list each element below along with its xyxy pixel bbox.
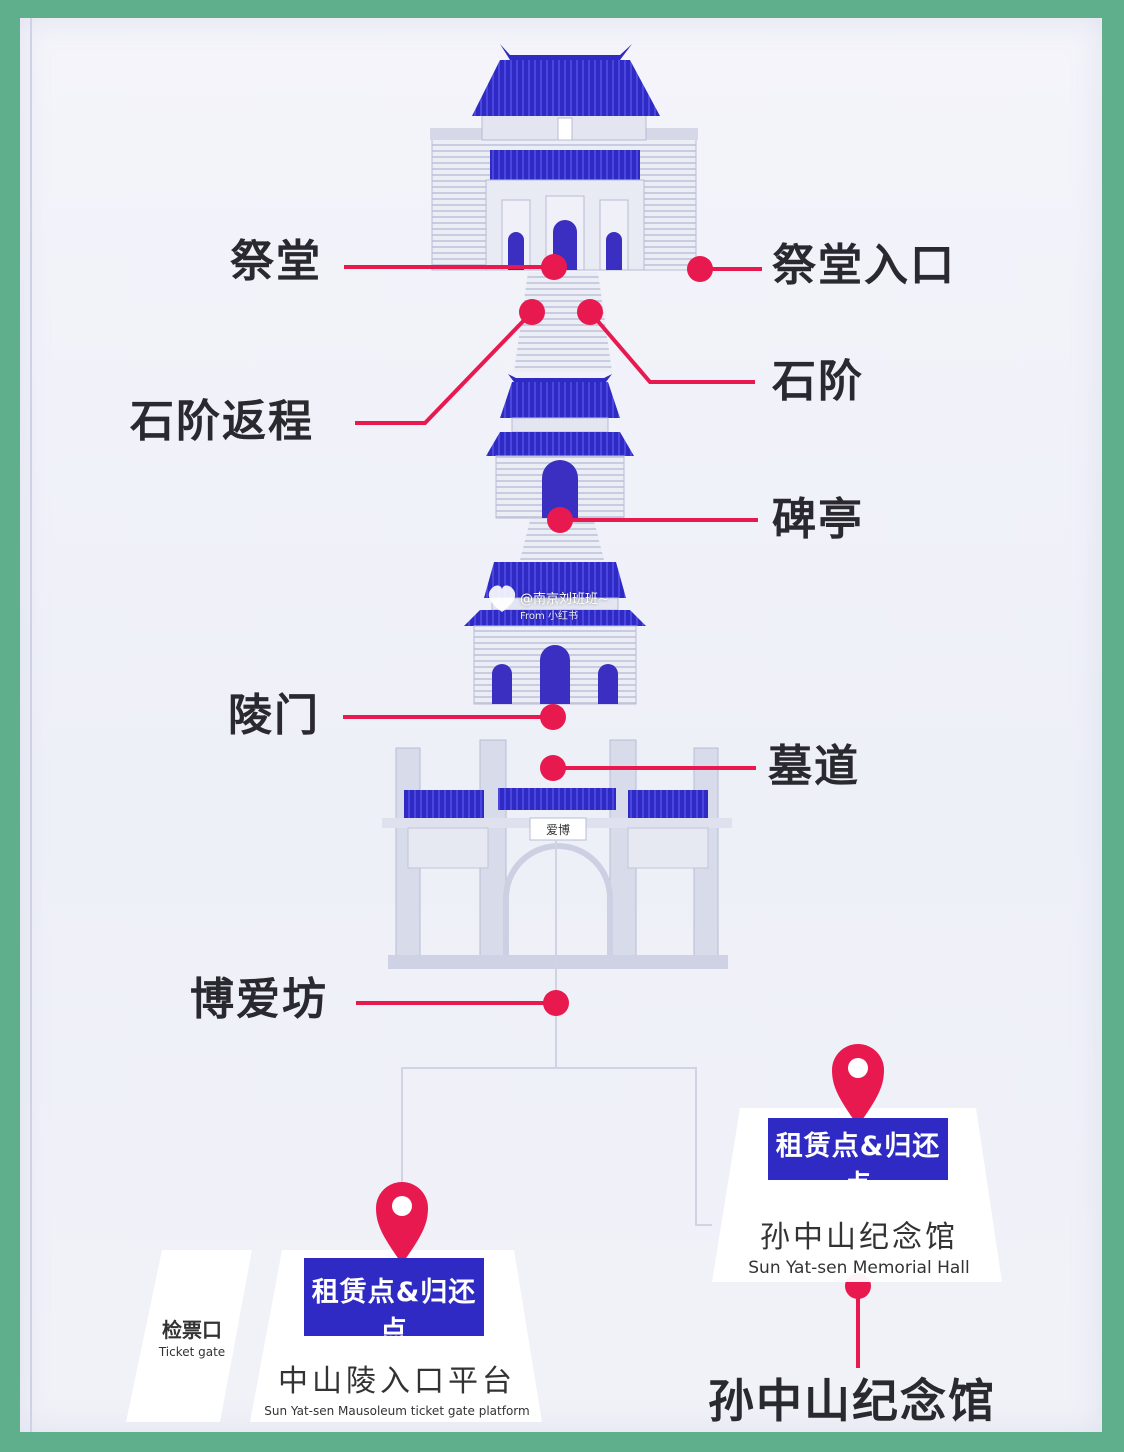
label-connectors bbox=[343, 265, 860, 1368]
lease-point-left-cn: 租赁点&归还点 bbox=[311, 1277, 477, 1347]
heart-icon bbox=[488, 585, 516, 612]
dot-mausoleum-gate bbox=[540, 704, 566, 730]
watermark-handle: @南京刘班班~ bbox=[520, 592, 609, 607]
label-boai-archway: 博爱坊 bbox=[190, 974, 328, 1025]
memorial-hall-card: 孙中山纪念馆 Sun Yat-sen Memorial Hall bbox=[724, 1212, 994, 1278]
lease-point-box-right: 租赁点&归还点 Lease Point & Return Point bbox=[768, 1118, 948, 1220]
board-edge-line bbox=[30, 18, 32, 1432]
label-mausoleum-gate: 陵门 bbox=[228, 690, 320, 741]
location-dots bbox=[519, 254, 871, 1299]
lease-point-right-cn: 租赁点&归还点 bbox=[775, 1131, 941, 1201]
boai-archway-illustration: 爱博 bbox=[382, 739, 732, 969]
memorial-hall-building bbox=[430, 44, 698, 271]
route-lines bbox=[401, 840, 712, 1226]
map-pin-icon bbox=[376, 1182, 428, 1264]
label-jitang-entrance: 祭堂入口 bbox=[772, 240, 956, 291]
dot-jitang bbox=[541, 254, 567, 280]
entrance-platform-en: Sun Yat-sen Mausoleum ticket gate platfo… bbox=[264, 1404, 530, 1418]
ticket-gate-card: 检票口 Ticket gate bbox=[140, 1314, 244, 1359]
entrance-platform-card: 中山陵入口平台 Sun Yat-sen Mausoleum ticket gat… bbox=[262, 1356, 532, 1418]
entrance-platform-cn: 中山陵入口平台 bbox=[278, 1364, 516, 1399]
lease-point-box-left: 租赁点&归还点 Lease Point & Return Point bbox=[304, 1258, 484, 1369]
label-tomb-passage: 墓道 bbox=[768, 741, 860, 792]
lease-point-right-en: Lease Point & Return Point bbox=[771, 1205, 945, 1220]
label-stone-steps-return: 石阶返程 bbox=[130, 396, 314, 447]
label-stone-steps: 石阶 bbox=[772, 356, 864, 407]
ticket-gate-platform bbox=[126, 1250, 252, 1422]
memorial-hall-card-en: Sun Yat-sen Memorial Hall bbox=[748, 1258, 970, 1278]
archway-plaque-text: 爱博 bbox=[546, 822, 570, 837]
dot-boai-archway bbox=[543, 990, 569, 1016]
watermark: @南京刘班班~ From 小红书 bbox=[520, 588, 609, 622]
label-stele-pavilion: 碑亭 bbox=[772, 494, 864, 545]
dot-steps-return bbox=[519, 299, 545, 325]
dot-tomb-passage bbox=[540, 755, 566, 781]
dot-jitang-entrance bbox=[687, 256, 713, 282]
lease-point-left-en: Lease Point & Return Point bbox=[307, 1354, 481, 1369]
label-jitang: 祭堂 bbox=[230, 236, 322, 287]
map-pin-icon-right bbox=[832, 1044, 884, 1126]
memorial-hall-card-cn: 孙中山纪念馆 bbox=[760, 1220, 958, 1255]
mausoleum-gate-building bbox=[464, 562, 646, 705]
dot-steps bbox=[577, 299, 603, 325]
stele-pavilion-building bbox=[486, 374, 634, 519]
ticket-gate-en: Ticket gate bbox=[158, 1345, 226, 1359]
watermark-from: From 小红书 bbox=[520, 611, 578, 622]
dot-stele-pavilion bbox=[547, 507, 573, 533]
ticket-gate-cn: 检票口 bbox=[162, 1318, 222, 1342]
label-memorial-hall-bottom: 孙中山纪念馆 bbox=[708, 1374, 996, 1428]
